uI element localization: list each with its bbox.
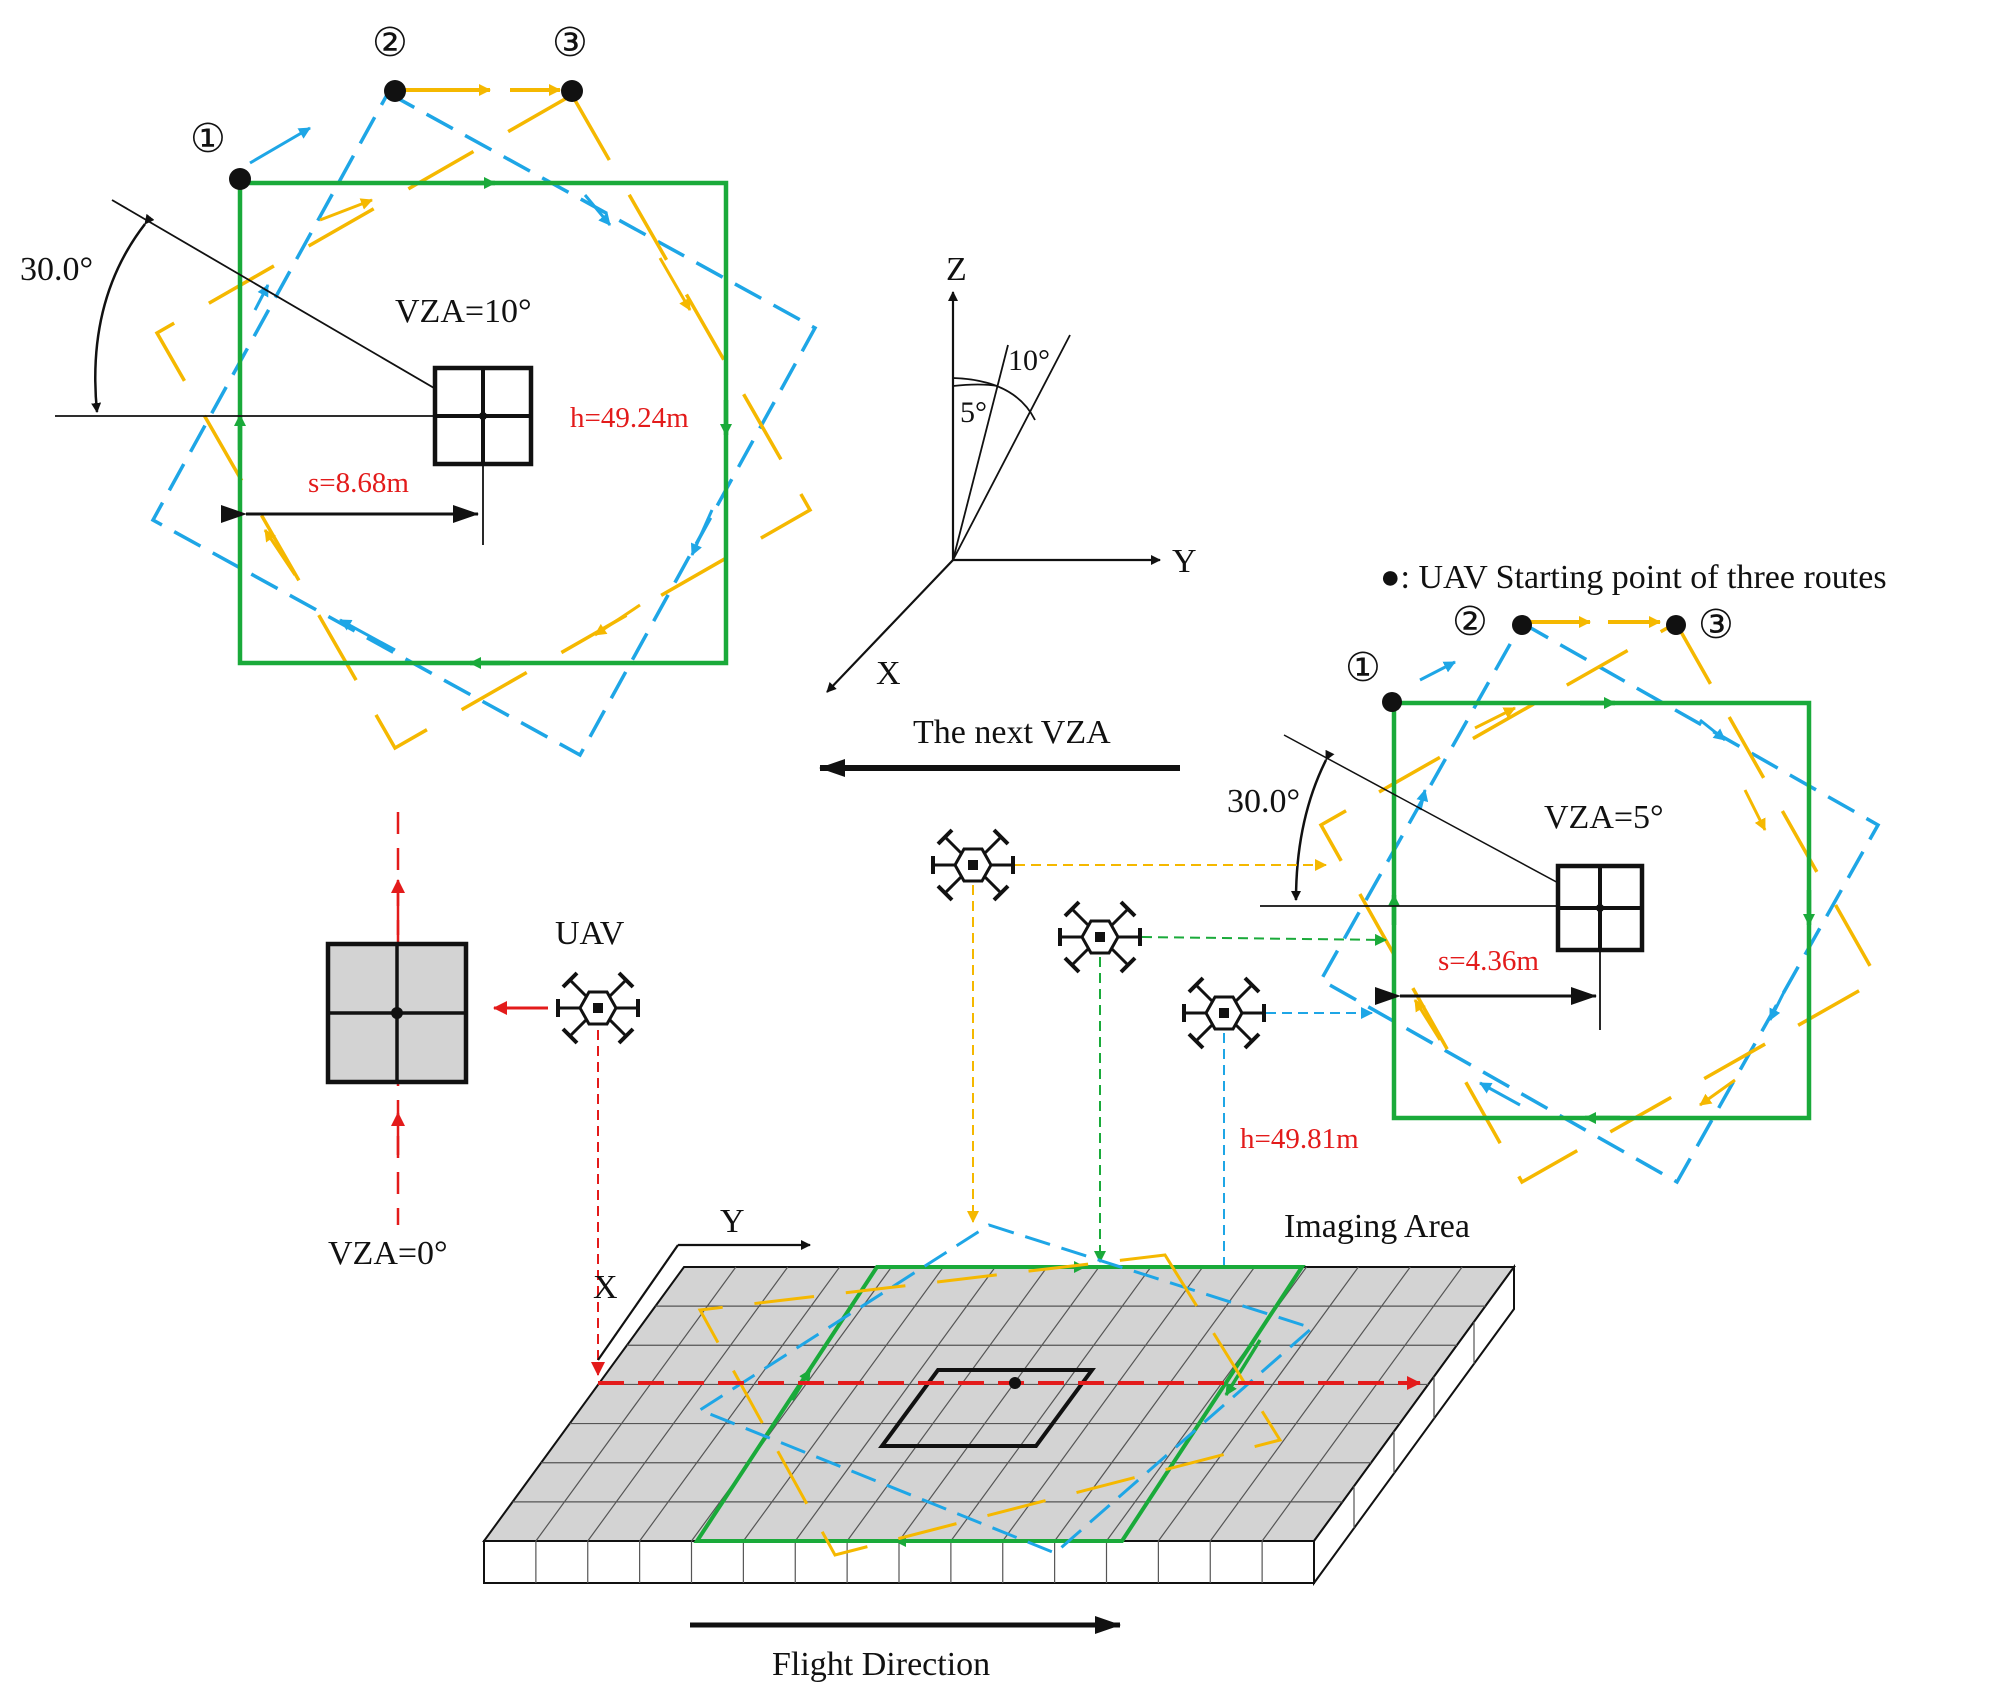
route-label-2: ②: [1452, 599, 1488, 644]
next-vza-label: The next VZA: [913, 714, 1111, 751]
panel-vza5: ① ② ③ 30.0° VZA=5° s=4.36m h=49.81m: [1227, 599, 1881, 1185]
grid-column-line: [587, 1266, 789, 1542]
angle-10-label: 10°: [1008, 344, 1050, 377]
grid-column-line: [950, 1266, 1152, 1542]
angle-label: 30.0°: [1227, 783, 1300, 820]
panel-vza0: UAV VZA=0°: [325, 812, 640, 1376]
grid-column-line: [1054, 1266, 1256, 1542]
legend-text: ●: UAV Starting point of three routes: [1380, 559, 1887, 596]
imaging-area-label: Imaging Area: [1284, 1208, 1470, 1245]
start-point-3: [1666, 615, 1686, 635]
grid-column-line: [1157, 1266, 1359, 1542]
grid-column-line: [1261, 1266, 1463, 1542]
target-icon-vza10: [432, 365, 534, 467]
view-line: [1283, 734, 1602, 907]
grid-column-line: [794, 1266, 996, 1542]
vza0-label: VZA=0°: [328, 1235, 448, 1272]
start-point-2: [384, 80, 406, 102]
flight-direction-label: Flight Direction: [772, 1646, 990, 1683]
route-label-2: ②: [372, 20, 408, 65]
offset-label: s=4.36m: [1438, 945, 1539, 977]
grid-y-label: Y: [720, 1203, 745, 1240]
grid-column-line: [742, 1266, 944, 1542]
angle-5-label: 5°: [960, 396, 987, 429]
grid-column-line: [1002, 1266, 1204, 1542]
angle-label: 30.0°: [20, 251, 93, 288]
vza-label: VZA=10°: [395, 293, 532, 330]
start-point-1: [1382, 692, 1402, 712]
route-label-1: ①: [190, 116, 226, 161]
grid-column-line: [1209, 1266, 1411, 1542]
height-label: h=49.81m: [1240, 1123, 1359, 1155]
grid-column-line: [846, 1266, 1048, 1542]
grid-x-label: X: [593, 1269, 618, 1306]
nadir-target: [325, 941, 469, 1085]
green-route-vza10: [234, 177, 732, 669]
grid-column-line: [898, 1266, 1100, 1542]
offset-label: s=8.68m: [308, 467, 409, 499]
angle-arc: [91, 213, 155, 413]
view-line: [111, 199, 483, 417]
imaging-area: Y X Imaging Area: [482, 1203, 1516, 1587]
start-point-1: [229, 168, 251, 190]
blue-route-vza5: [1318, 620, 1881, 1185]
start-point-3: [561, 80, 583, 102]
green-route-vza5: [1388, 697, 1815, 1124]
panel-vza10: ① ② ③ 30.0° VZA=10° h=49.24m s=8.68m: [20, 20, 818, 758]
axis-z-label: Z: [946, 251, 967, 288]
start-point-2: [1512, 615, 1532, 635]
grid-column-line: [639, 1266, 841, 1542]
angle-arc: [1291, 749, 1335, 901]
route-label-3: ③: [1698, 602, 1734, 647]
target-icon-vza5: [1555, 863, 1645, 953]
route-label-1: ①: [1345, 645, 1381, 690]
route-label-3: ③: [552, 20, 588, 65]
height-label: h=49.24m: [570, 402, 689, 434]
axis-x-label: X: [876, 655, 901, 692]
coordinate-axes: Z Y X 10° 5°: [826, 251, 1197, 693]
axis-y-label: Y: [1172, 543, 1197, 580]
uav-label: UAV: [555, 915, 625, 952]
vza-label: VZA=5°: [1544, 799, 1664, 836]
uav-projections: [931, 828, 1387, 1306]
orange-route-vza10: [154, 84, 813, 751]
